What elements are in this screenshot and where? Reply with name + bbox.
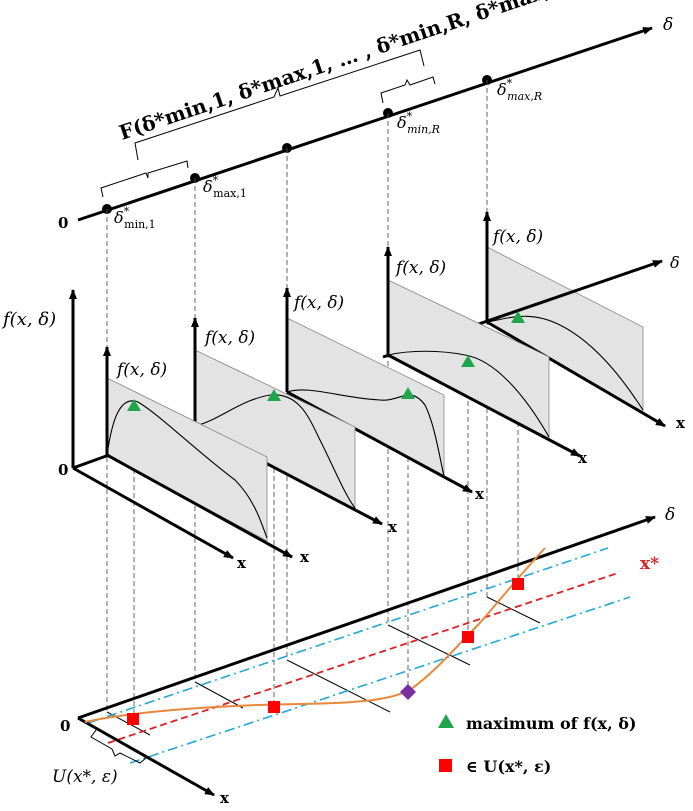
triangle-icon [267, 389, 281, 401]
legend: maximum of f(x, δ) ∈ U(x*, ε) [438, 714, 636, 776]
front-origin: 0 [58, 461, 68, 479]
panel-3-f-label: f(x, δ) [292, 293, 344, 313]
formula-F: F(δ*min,1, δ*max,1, … , δ*min,R, δ*max,R… [116, 0, 577, 145]
label-dmaxR: δ*max,R [497, 77, 542, 103]
bottom-delta-axis [77, 515, 656, 720]
brace-last-interval [380, 76, 436, 104]
panel-2-x-label: x [388, 518, 398, 536]
bottom-plane: δ x* x 0 U(x*, ε) [52, 505, 675, 807]
triangle-icon [401, 387, 415, 399]
panel-3: f(x, δ) x [283, 287, 485, 503]
xstar-label: x* [640, 554, 659, 574]
brace-overall [134, 49, 425, 161]
label-dmin1: δ*min,1 [114, 205, 156, 231]
legend-square-label: ∈ U(x*, ε) [466, 757, 551, 776]
band-lower [129, 596, 631, 764]
top-axis-line [77, 26, 653, 222]
panel-5: δ f(x, δ) x [382, 211, 686, 432]
xstar-line [107, 572, 619, 744]
bottom-delta-label: δ [665, 505, 675, 525]
bottom-x-axis [77, 716, 215, 797]
band-upper [87, 547, 609, 724]
bottom-x-label: x [220, 789, 230, 807]
square-icon [462, 631, 474, 643]
bottom-origin: 0 [60, 717, 70, 735]
panel-3-x-label: x [475, 485, 485, 503]
square-icon [268, 701, 280, 713]
diamond-icon [400, 684, 416, 700]
triangle-icon [127, 399, 141, 411]
panel-1-x-label: x [300, 548, 310, 566]
neighborhood-brace [90, 729, 147, 764]
panel-2: f(x, δ) x [191, 317, 398, 536]
mid-delta-label: δ [670, 253, 680, 272]
legend-triangle-label: maximum of f(x, δ) [466, 714, 636, 733]
label-dminR: δ*min,R [397, 110, 440, 136]
panel-2-f-label: f(x, δ) [203, 328, 255, 348]
square-icon [512, 578, 524, 590]
top-axis-delta-label: δ [663, 15, 673, 35]
panel-1: f(x, δ) x [103, 346, 310, 566]
legend-square-icon [439, 759, 452, 772]
neighborhood-label: U(x*, ε) [52, 767, 118, 787]
panel-4-f-label: f(x, δ) [394, 258, 446, 278]
label-dmax1: δ*max,1 [203, 174, 247, 200]
panel-4-x-label: x [578, 449, 588, 467]
panel-5-x-label: x [676, 414, 686, 432]
solution-curve [84, 547, 546, 723]
front-f-label: f(x, δ) [1, 309, 56, 330]
top-delta-axis: δ 0 δ*min,1 δ*max,1 δ*min,R δ*max,R F(δ*… [58, 0, 673, 232]
maxima-markers [127, 311, 525, 411]
triangle-icon [511, 311, 525, 323]
front-x-label: x [237, 554, 247, 572]
brace-first-interval [100, 160, 189, 198]
triangle-icon [461, 355, 475, 367]
legend-triangle-icon [438, 714, 454, 728]
square-icon [127, 713, 139, 725]
panel-5-f-label: f(x, δ) [491, 227, 543, 247]
top-axis-origin: 0 [58, 214, 68, 232]
panel-1-f-label: f(x, δ) [115, 360, 167, 380]
front-axes: f(x, δ) 0 x [1, 289, 247, 572]
